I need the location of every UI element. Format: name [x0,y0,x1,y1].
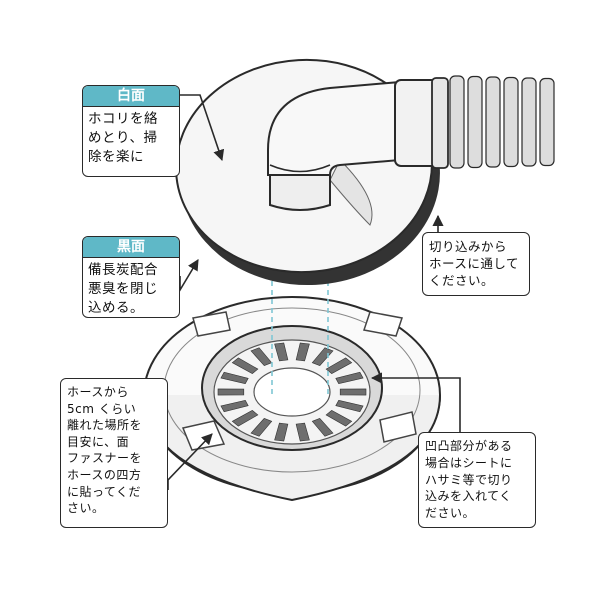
black-side-text: 備長炭配合 悪臭を閉じ 込める。 [88,262,158,316]
white-side-text: ホコリを絡 めとり、掃 除を楽に [88,111,158,165]
fastener-instruction-callout: ホースから 5cm くらい 離れた場所を 目安に、面 ファスナーを ホースの四方… [60,378,168,528]
slit-instruction-text: 切り込みから ホースに通して ください。 [429,239,520,288]
hose-rib [539,77,555,167]
black-side-callout: 黒面 備長炭配合 悪臭を閉じ 込める。 [82,236,180,318]
strainer-slot [231,357,259,374]
hose-rib [467,75,483,169]
fastener-instruction-text: ホースから 5cm くらい 離れた場所を 目安に、面 ファスナーを ホースの四方… [67,385,143,516]
strainer-slot [335,371,364,385]
pointer-lines [167,94,461,490]
strainer-slot [250,347,273,366]
drain-strainer [201,325,383,451]
hose-rib [449,75,465,169]
white-side-callout: 白面 ホコリを絡 めとり、掃 除を楽に [82,85,180,177]
strainer-slot [274,422,289,442]
strainer-slot [220,399,249,413]
fastener-tab-bottom-right [379,411,417,443]
fastener-tab-top-left [192,311,231,337]
hose [267,75,555,211]
strainer-slot [231,410,259,427]
strainer-slot [250,418,273,437]
strainer-slot [311,347,334,366]
black-side-title: 黒面 [83,237,179,258]
strainer-slot [335,399,364,413]
sheet-slit [329,159,373,226]
alignment-lines [271,200,329,395]
uneven-instruction-text: 凹凸部分がある 場合はシートに ハサミ等で切り 込みを入れてく ださい。 [425,439,513,521]
uneven-instruction-callout: 凹凸部分がある 場合はシートに ハサミ等で切り 込みを入れてく ださい。 [418,432,536,528]
white-side-title: 白面 [83,86,179,107]
fastener-tab-top-right [363,311,403,337]
hose-rib [521,77,537,167]
strainer-slot [325,410,353,427]
strainer-slot [339,388,367,396]
strainer-slot [295,422,310,442]
strainer-slot [311,418,334,437]
strainer-slot [295,342,310,362]
strainer-slot [217,388,245,396]
strainer-slot [325,357,353,374]
strainer-slot [220,371,249,385]
hose-rib [485,76,501,168]
strainer-slot [274,342,289,362]
slit-instruction-callout: 切り込みから ホースに通して ください。 [422,232,530,296]
hose-rib [503,76,519,168]
